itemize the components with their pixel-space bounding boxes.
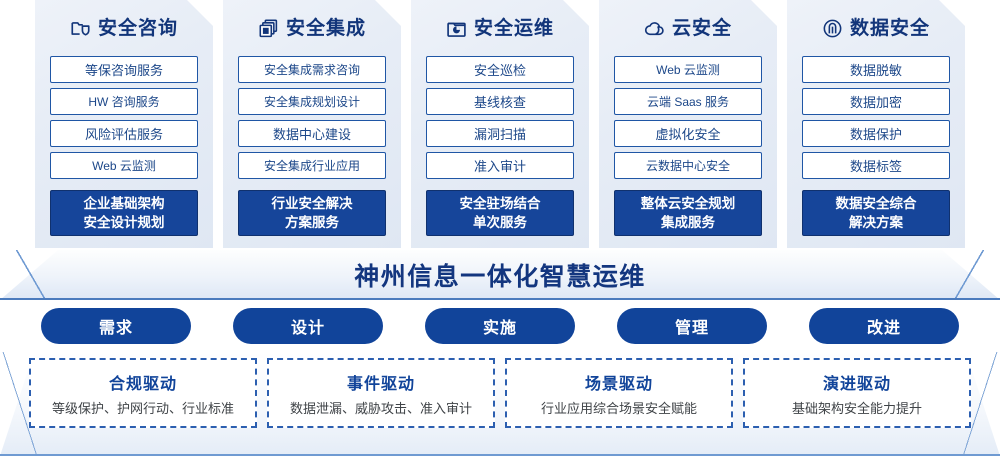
service-solution-line: 方案服务 [285, 215, 339, 230]
service-solution-line: 安全设计规划 [83, 215, 165, 230]
service-item[interactable]: 数据标签 [802, 152, 950, 179]
driver-description: 基础架构安全能力提升 [791, 400, 922, 416]
banner-right-edge [938, 250, 1000, 300]
service-solution-line: 单次服务 [473, 215, 527, 230]
service-item[interactable]: 云数据中心安全 [614, 152, 762, 179]
service-item[interactable]: 虚拟化安全 [614, 120, 762, 147]
service-card-header: 安全集成 [223, 0, 401, 56]
platform-banner: 神州信息一体化智慧运维 [0, 250, 1000, 302]
service-item[interactable]: 安全集成行业应用 [238, 152, 386, 179]
service-card-title: 数据安全 [849, 17, 930, 39]
service-card-title: 安全集成 [285, 17, 366, 39]
service-item-list: 安全集成需求咨询安全集成规划设计数据中心建设安全集成行业应用行业安全解决方案服务 [223, 56, 401, 236]
base-baseline [0, 454, 1000, 456]
driver-description: 数据泄漏、威胁攻击、准入审计 [289, 400, 472, 416]
service-solution-line: 企业基础架构 [83, 196, 165, 211]
banner-left-edge [0, 250, 62, 300]
service-card-header: 安全咨询 [35, 0, 213, 56]
service-item[interactable]: Web 云监测 [50, 152, 198, 179]
banner-baseline [0, 298, 1000, 300]
service-card-header: 云安全 [599, 0, 777, 56]
lifecycle-pill[interactable]: 设计 [233, 308, 383, 344]
service-item[interactable]: 云端 Saas 服务 [614, 88, 762, 115]
service-item[interactable]: 等保咨询服务 [50, 56, 198, 83]
service-card-title: 云安全 [671, 17, 732, 39]
lifecycle-pill[interactable]: 需求 [41, 308, 191, 344]
driver-card[interactable]: 演进驱动基础架构安全能力提升 [743, 358, 971, 428]
service-card-row: 安全咨询等保咨询服务 HW 咨询服务风险评估服务 Web 云监测企业基础架构安全设计… [0, 0, 1000, 252]
service-solution-line: 集成服务 [661, 215, 715, 230]
service-item[interactable]: 安全集成规划设计 [238, 88, 386, 115]
driver-base: 合规驱动等级保护、护网行动、行业标准事件驱动数据泄漏、威胁攻击、准入审计场景驱动… [0, 352, 1000, 458]
service-item[interactable]: 安全巡检 [426, 56, 574, 83]
service-card-header: 数据安全 [787, 0, 965, 56]
driver-card[interactable]: 合规驱动等级保护、护网行动、行业标准 [29, 358, 257, 428]
driver-title: 场景驱动 [584, 375, 653, 393]
driver-description: 行业应用综合场景安全赋能 [540, 400, 697, 416]
service-card: 云安全 Web 云监测云端 Saas 服务虚拟化安全云数据中心安全整体云安全规划集… [599, 0, 777, 248]
service-solution-badge[interactable]: 数据安全综合解决方案 [802, 190, 950, 236]
service-card: 安全集成安全集成需求咨询安全集成规划设计数据中心建设安全集成行业应用行业安全解决… [223, 0, 401, 248]
banner-shape [0, 250, 1000, 300]
banner-title: 神州信息一体化智慧运维 [354, 263, 646, 291]
service-item[interactable]: 准入审计 [426, 152, 574, 179]
driver-title: 合规驱动 [108, 375, 177, 393]
service-solution-badge[interactable]: 整体云安全规划集成服务 [614, 190, 762, 236]
service-item[interactable]: 安全集成需求咨询 [238, 56, 386, 83]
service-solution-badge[interactable]: 安全驻场结合单次服务 [426, 190, 574, 236]
service-card-header: 安全运维 [411, 0, 589, 56]
service-solution-line: 数据安全综合 [835, 196, 917, 211]
service-solution-badge[interactable]: 行业安全解决方案服务 [238, 190, 386, 236]
driver-title: 事件驱动 [346, 375, 415, 393]
driver-description: 等级保护、护网行动、行业标准 [51, 400, 234, 416]
service-item-list: 数据脱敏数据加密数据保护数据标签数据安全综合解决方案 [787, 56, 965, 236]
service-card: 安全运维安全巡检基线核查漏洞扫描准入审计安全驻场结合单次服务 [411, 0, 589, 248]
lifecycle-pill-row: 需求 设计 实施 管理 改进 [0, 308, 1000, 346]
service-item[interactable]: Web 云监测 [614, 56, 762, 83]
folder-shield-icon [70, 18, 91, 39]
service-item[interactable]: HW 咨询服务 [50, 88, 198, 115]
service-card-title: 安全咨询 [97, 17, 178, 39]
service-solution-badge[interactable]: 企业基础架构安全设计规划 [50, 190, 198, 236]
service-card-title: 安全运维 [473, 17, 554, 39]
service-item[interactable]: 基线核查 [426, 88, 574, 115]
service-item[interactable]: 数据加密 [802, 88, 950, 115]
driver-row: 合规驱动等级保护、护网行动、行业标准事件驱动数据泄漏、威胁攻击、准入审计场景驱动… [0, 358, 1000, 434]
service-solution-line: 行业安全解决 [271, 196, 353, 211]
stacked-documents-icon [258, 18, 279, 39]
driver-title: 演进驱动 [822, 375, 891, 393]
folder-piechart-icon [446, 18, 467, 39]
service-solution-line: 安全驻场结合 [459, 196, 541, 211]
lifecycle-pill[interactable]: 管理 [617, 308, 767, 344]
service-item[interactable]: 漏洞扫描 [426, 120, 574, 147]
driver-card[interactable]: 场景驱动行业应用综合场景安全赋能 [505, 358, 733, 428]
driver-card[interactable]: 事件驱动数据泄漏、威胁攻击、准入审计 [267, 358, 495, 428]
cloud-icon [644, 18, 665, 39]
service-item[interactable]: 数据中心建设 [238, 120, 386, 147]
service-item-list: 安全巡检基线核查漏洞扫描准入审计安全驻场结合单次服务 [411, 56, 589, 236]
lifecycle-pill[interactable]: 实施 [425, 308, 575, 344]
service-card: 安全咨询等保咨询服务 HW 咨询服务风险评估服务 Web 云监测企业基础架构安全设计… [35, 0, 213, 248]
service-solution-line: 整体云安全规划 [640, 196, 736, 211]
fingerprint-icon [822, 18, 843, 39]
lifecycle-pill[interactable]: 改进 [809, 308, 959, 344]
service-item-list: Web 云监测云端 Saas 服务虚拟化安全云数据中心安全整体云安全规划集成服务 [599, 56, 777, 236]
service-item-list: 等保咨询服务 HW 咨询服务风险评估服务 Web 云监测企业基础架构安全设计规划 [35, 56, 213, 236]
service-item[interactable]: 风险评估服务 [50, 120, 198, 147]
service-card: 数据安全数据脱敏数据加密数据保护数据标签数据安全综合解决方案 [787, 0, 965, 248]
service-item[interactable]: 数据保护 [802, 120, 950, 147]
service-item[interactable]: 数据脱敏 [802, 56, 950, 83]
service-solution-line: 解决方案 [849, 215, 903, 230]
